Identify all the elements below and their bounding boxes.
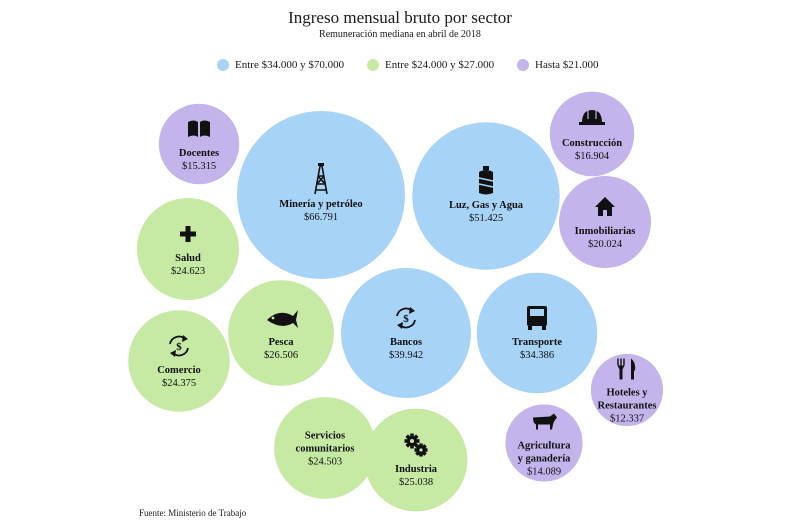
bubble-circle-construccion [549,91,635,177]
bubble-hoteles-y-restaurantes: Hoteles y Restaurantes $12.337 [590,353,664,427]
bubble-salud: Salud $24.623 [136,197,240,301]
bubble-value: $24.503 [308,457,342,468]
money-cycle-icon: $ [169,335,189,357]
gears-icon [404,433,428,457]
legend-swatch-mid [367,59,379,71]
bubble-circle-inmobiliarias [559,176,651,268]
bubble-value: $16.904 [575,151,610,162]
bubble-value: $14.089 [527,467,561,478]
bubble-transporte: Transporte $34.386 [476,272,598,394]
bubble-label: Minería y petróleo [279,199,362,210]
bubble-label: Hoteles y [606,388,648,399]
bubble-label: Luz, Gas y Agua [449,200,524,211]
bubble-agricultura-y-ganaderia: Agricultura y ganadería $14.089 [505,404,583,482]
bubble-label: y ganadería [518,454,572,465]
bubble-circle-docentes [158,103,240,185]
bubble-value: $39.942 [389,350,423,361]
bubble-label: Construcción [562,138,622,149]
bubble-label: Transporte [512,337,562,348]
bubble-pesca: Pesca $26.506 [228,280,334,386]
bubble-value: $24.375 [162,378,196,389]
bubble-construccion: Construcción $16.904 [549,91,635,177]
bubble-comercio: $ Comercio $24.375 [128,310,230,412]
money-cycle-icon: $ [396,307,416,329]
bubble-circle-transporte [476,272,598,394]
bubble-circle-agricultura-y-ganaderia [505,404,583,482]
bubble-label: Agricultura [517,441,571,452]
bubble-inmobiliarias: Inmobiliarias $20.024 [559,176,651,268]
bubble-value: $51.425 [469,213,503,224]
cutlery-icon [617,358,636,380]
svg-text:$: $ [403,313,409,325]
bubble-value: $34.386 [520,350,554,361]
bubble-label: Servicios [305,431,345,442]
bubble-circle-pesca [228,280,334,386]
bubble-value: $66.791 [304,212,338,223]
bubble-label: Docentes [179,148,219,159]
gas-bottle-icon [478,166,494,195]
bubble-value: $15.315 [182,161,216,172]
bubble-label: Restaurantes [598,401,657,412]
truck-icon [527,306,547,330]
bubble-value: $24.623 [171,266,205,277]
legend-swatch-low [517,59,529,71]
bubble-value: $26.506 [264,350,298,361]
source-note: Fuente: Ministerio de Trabajo [139,508,247,518]
bubble-label: Pesca [268,337,294,348]
bubble-label: Salud [175,253,201,264]
bubble-label: comunitarios [296,444,355,455]
cow-icon [533,413,557,430]
bubble-circle-mineria-y-petroleo [237,111,405,279]
legend-item-mid: Entre $24.000 y $27.000 [367,59,494,71]
bubble-label: Comercio [157,365,201,376]
fish-icon [267,310,298,328]
bubble-docentes: Docentes $15.315 [158,103,240,185]
legend-swatch-high [217,59,229,71]
chart-subtitle: Remuneración mediana en abril de 2018 [319,29,481,40]
bubble-circle-bancos [341,268,471,398]
bubble-circle-comercio [128,310,230,412]
bubble-circle-industria [364,408,468,512]
bubble-circle-salud [136,197,240,301]
house-icon [595,197,615,216]
chart-title: Ingreso mensual bruto por sector [288,8,512,27]
bubble-label: Industria [395,464,438,475]
health-cross-icon [180,226,196,242]
oil-derrick-icon [314,163,328,195]
bubble-label: Bancos [390,337,422,348]
bubble-value: $20.024 [588,239,623,250]
bubble-value: $25.038 [399,477,433,488]
legend: Entre $34.000 y $70.000 Entre $24.000 y … [0,59,800,75]
legend-label-low: Hasta $21.000 [535,59,599,71]
bubble-servicios-comunitarios: Servicios comunitarios $24.503 [274,397,376,499]
bubble-label: Inmobiliarias [575,226,636,237]
svg-text:$: $ [176,341,182,353]
book-icon [188,120,210,137]
bubble-value: $12.337 [610,414,644,425]
bubble-bancos: $ Bancos $39.942 [341,268,471,398]
bubble-circle-servicios-comunitarios [274,397,376,499]
legend-item-low: Hasta $21.000 [517,59,599,71]
bubble-industria: Industria $25.038 [364,408,468,512]
legend-label-mid: Entre $24.000 y $27.000 [385,59,495,71]
legend-item-high: Entre $34.000 y $70.000 [217,59,344,71]
bubble-circle-luz-gas-y-agua [412,122,560,270]
bubble-mineria-y-petroleo: Minería y petróleo $66.791 [237,111,405,279]
bubble-circle-hoteles-y-restaurantes [590,353,664,427]
bubble-luz-gas-y-agua: Luz, Gas y Agua $51.425 [412,122,560,270]
legend-label-high: Entre $34.000 y $70.000 [235,59,345,71]
hard-hat-icon [579,110,605,125]
